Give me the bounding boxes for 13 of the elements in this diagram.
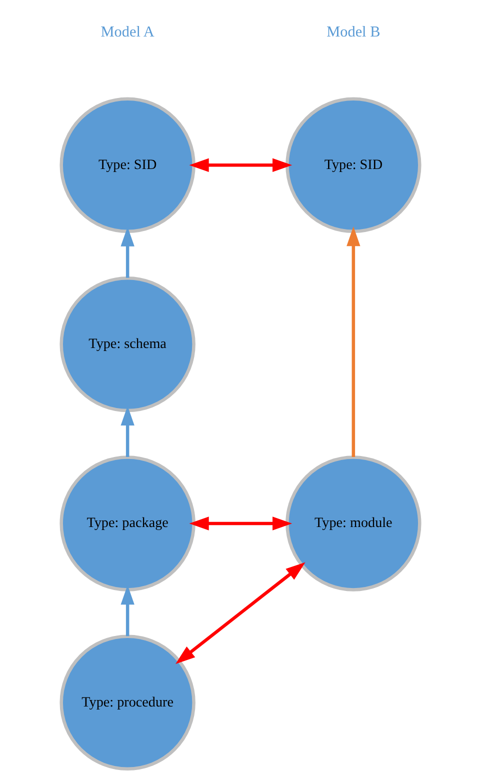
node-circle: Type: schema — [60, 276, 196, 412]
node-circle: Type: SID — [286, 97, 422, 234]
label: Model A — [100, 24, 154, 41]
arrow — [176, 562, 306, 664]
arrow — [120, 406, 134, 457]
node-circle: Type: SID — [60, 97, 196, 234]
arrow — [120, 226, 134, 278]
arrow — [189, 516, 292, 530]
node-circle: Type: package — [60, 456, 196, 592]
arrow — [346, 226, 360, 458]
arrow — [120, 585, 134, 636]
label: Model B — [326, 24, 380, 41]
arrow — [189, 158, 292, 172]
